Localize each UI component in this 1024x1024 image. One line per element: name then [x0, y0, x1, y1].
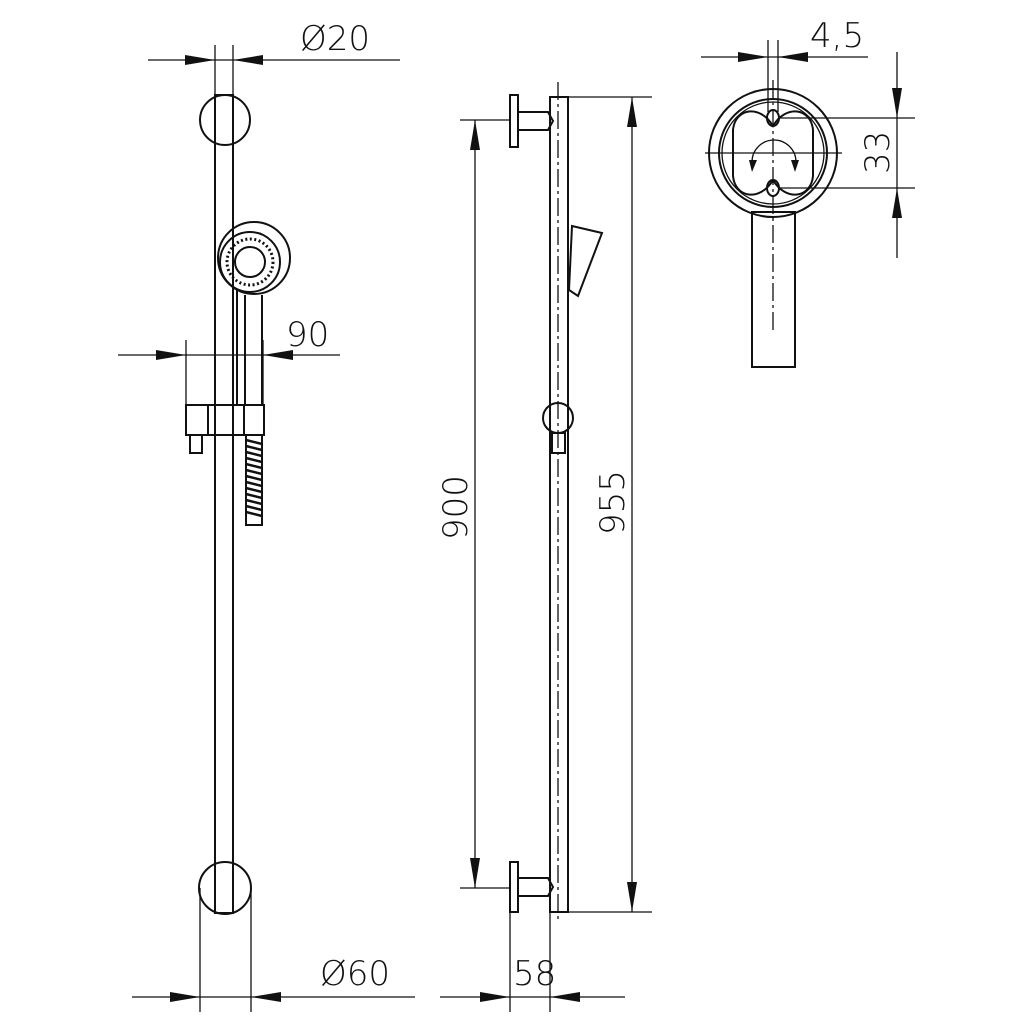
- dimension-total-length: 955: [568, 96, 652, 913]
- fixing-distance-label: 900: [436, 475, 476, 540]
- dimension-wall-plate-diameter: Ø60: [132, 888, 415, 1012]
- bottom-bracket: [509, 861, 555, 913]
- shower-head-holder: [567, 224, 604, 298]
- hand-shower: [217, 221, 291, 405]
- slot-width-label: 4,5: [810, 16, 864, 56]
- wall-projection-label: 58: [513, 954, 556, 994]
- dimension-head-offset: 90: [118, 315, 340, 405]
- head-offset-label: 90: [286, 315, 329, 355]
- rail-side: [549, 96, 569, 913]
- slider: [185, 404, 265, 526]
- top-bracket: [509, 94, 555, 148]
- dimension-hole-distance: 33: [780, 52, 915, 258]
- total-length-label: 955: [593, 470, 633, 535]
- rail-diameter-label: Ø20: [300, 19, 370, 59]
- rail: [214, 94, 234, 914]
- dimension-fixing-distance: 900: [436, 119, 510, 889]
- side-view: 900 955 58: [436, 82, 652, 1012]
- top-wall-plate: [199, 94, 251, 146]
- bottom-wall-plate: [198, 861, 252, 915]
- dimension-wall-projection: 58: [440, 912, 625, 1012]
- dimension-rail-diameter: Ø20: [148, 19, 400, 95]
- hole-distance-label: 33: [858, 131, 898, 174]
- dimension-slot-width: 4,5: [701, 16, 868, 112]
- wall-plate-diameter-label: Ø60: [320, 954, 390, 994]
- wall-plate-detail: 4,5 33: [701, 16, 915, 368]
- front-view: Ø20 90 Ø60: [118, 19, 415, 1012]
